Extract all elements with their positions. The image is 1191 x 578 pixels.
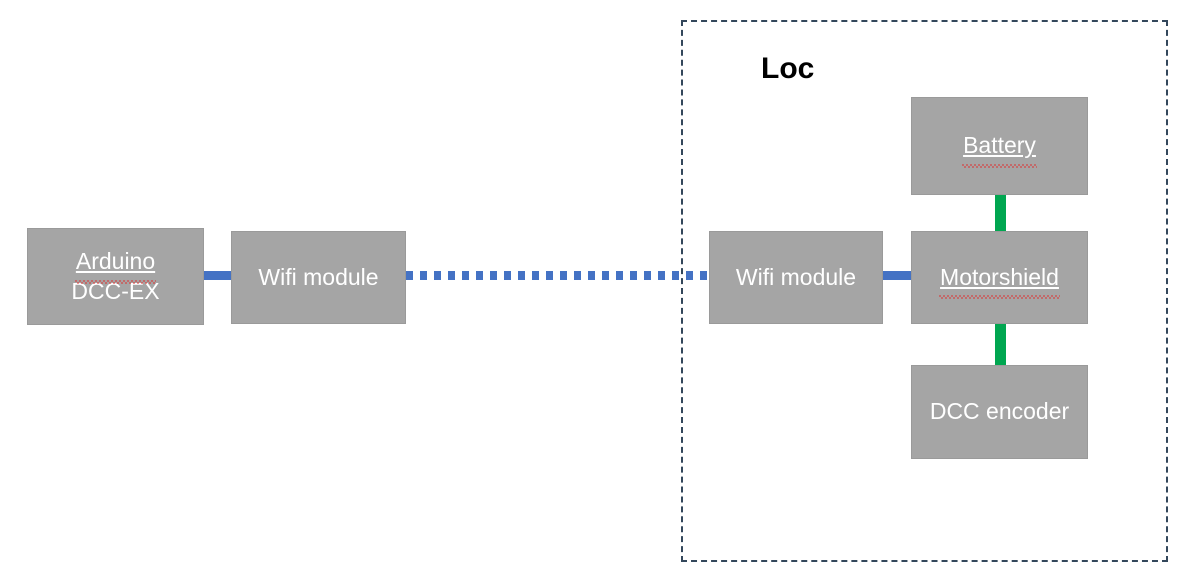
- node-battery-label: Battery: [962, 131, 1037, 169]
- connector-wifi-right-to-motorshield: [878, 271, 918, 280]
- connector-arduino-to-wifi-left: [198, 271, 238, 280]
- node-motorshield-label: Motorshield: [939, 263, 1060, 300]
- node-motorshield[interactable]: Motorshield: [911, 231, 1088, 324]
- node-arduino[interactable]: Arduino DCC-EX: [27, 228, 204, 325]
- group-title-loc: Loc: [761, 52, 815, 85]
- group-container-loc: [681, 20, 1168, 562]
- node-battery[interactable]: Battery: [911, 97, 1088, 195]
- connector-battery-to-motorshield: [995, 190, 1006, 235]
- node-arduino-label-line1: Arduino: [74, 247, 157, 285]
- node-dcc-encoder-label: DCC encoder: [929, 398, 1070, 425]
- node-wifi-module-left-label: Wifi module: [258, 263, 379, 290]
- connector-motorshield-to-dcc-encoder: [995, 320, 1006, 370]
- node-wifi-module-left[interactable]: Wifi module: [231, 231, 406, 324]
- node-wifi-module-right[interactable]: Wifi module: [709, 231, 883, 324]
- connector-wifi-left-to-wifi-right: [406, 271, 714, 280]
- node-wifi-module-right-label: Wifi module: [735, 263, 857, 290]
- node-dcc-encoder[interactable]: DCC encoder: [911, 365, 1088, 459]
